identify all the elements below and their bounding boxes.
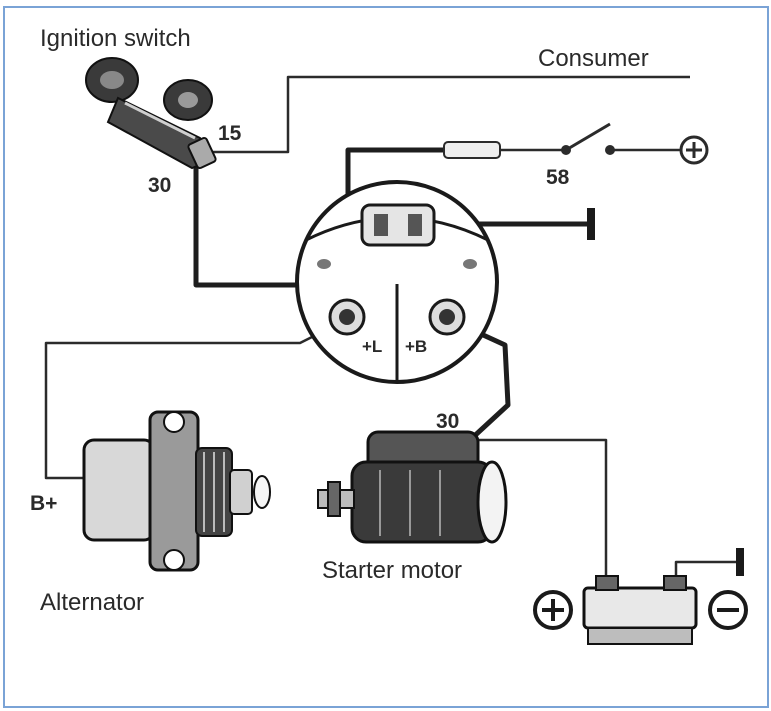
battery-icon (582, 575, 698, 645)
label-terminal-58: 58 (546, 166, 570, 189)
light-switch-icon (561, 122, 615, 155)
ground-icon (587, 208, 595, 240)
plus-circle-icon (679, 135, 709, 165)
fuse-icon (443, 141, 501, 159)
label-consumer: Consumer (538, 45, 649, 72)
label-terminal-plus-l: +L (362, 337, 382, 356)
label-terminal-30-starter: 30 (436, 410, 459, 433)
label-terminal-30-switch: 30 (148, 174, 171, 197)
label-alternator: Alternator (40, 589, 144, 616)
diagram-border (3, 6, 769, 708)
label-ignition-switch: Ignition switch (40, 25, 191, 52)
alternator-icon (82, 410, 271, 572)
ignition-switch-icon (85, 57, 217, 170)
minus-circle-icon (708, 590, 748, 630)
ground-icon (736, 548, 744, 576)
wire-starter-to-battery (478, 438, 608, 585)
label-terminal-plus-b: +B (405, 337, 427, 356)
starter-motor-icon (317, 430, 508, 544)
label-terminal-15: 15 (218, 122, 242, 145)
label-starter-motor: Starter motor (322, 557, 462, 584)
gauge-back (295, 180, 499, 384)
label-b-plus: B+ (30, 492, 57, 515)
plus-circle-icon (533, 590, 573, 630)
wire-consumer (212, 75, 690, 154)
